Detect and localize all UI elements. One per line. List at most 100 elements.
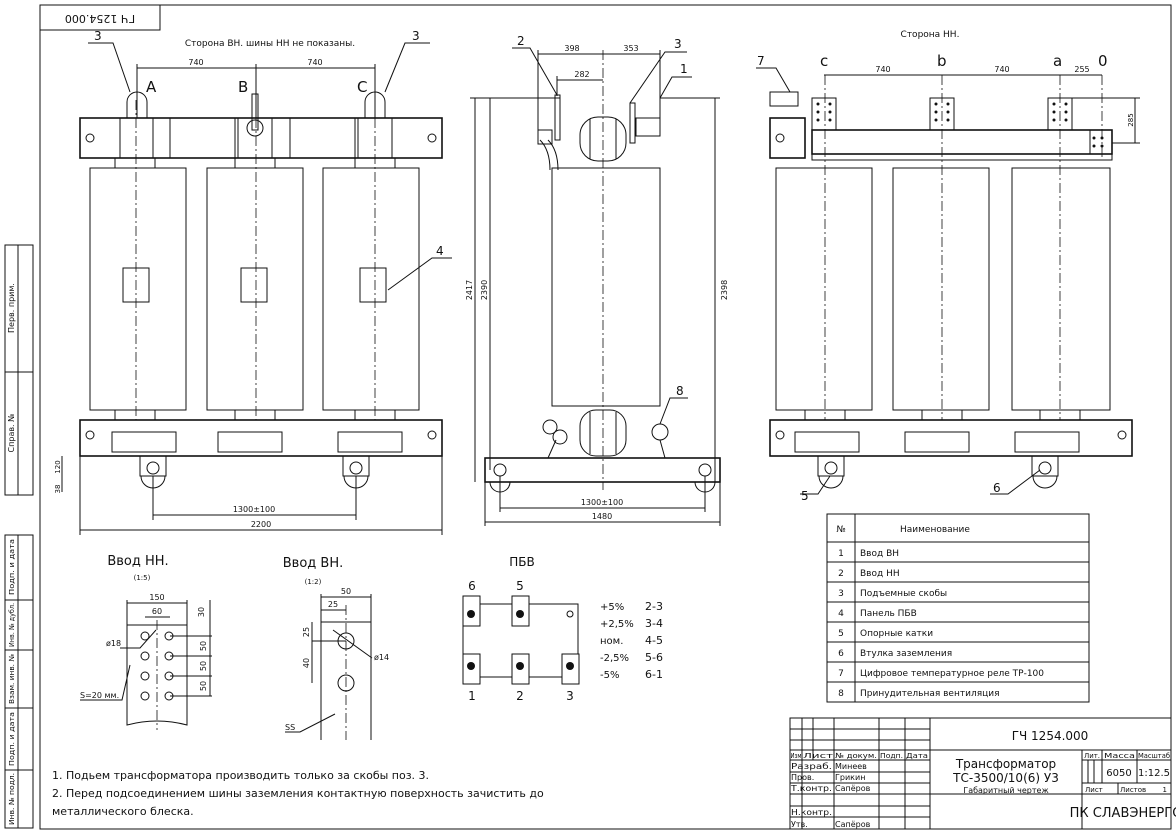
dim-740: 740: [875, 65, 890, 74]
dim: 40: [302, 658, 311, 668]
row-number: 4: [838, 609, 844, 619]
phase-label-a: A: [146, 78, 157, 96]
dim-2417: 2417: [465, 280, 474, 300]
tap-connection: 5-6: [645, 651, 663, 664]
row-number: 5: [838, 629, 844, 639]
detail-lv-title: Ввод НН.: [107, 554, 168, 569]
tb-name: Минеев: [835, 762, 867, 771]
detail-hv-title: Ввод ВН.: [283, 556, 343, 571]
phase-label-b: b: [937, 52, 947, 70]
sheet-frame: [39, 4, 1172, 830]
tb-sheet-label: Лист: [1085, 786, 1103, 794]
tap-connection: 2-3: [645, 600, 663, 613]
table-row: 1 Ввод ВН: [838, 549, 899, 559]
tap-level: +2,5%: [600, 619, 634, 630]
side-label: Инв. № подл.: [8, 773, 16, 825]
dim-120: 120: [54, 460, 62, 473]
hole-diameter: ø14: [374, 653, 389, 662]
tb-sheets: 1: [1163, 786, 1167, 794]
dim: 150: [149, 593, 164, 602]
phase-label-c: c: [820, 52, 828, 70]
terminal-2: 2: [516, 689, 524, 703]
dim: 50: [199, 641, 208, 651]
dim: 50: [341, 587, 351, 596]
row-number: 7: [838, 669, 844, 679]
side-label: Подп. и дата: [8, 539, 16, 595]
tb-scale-label: Масштаб: [1138, 752, 1170, 760]
phase-label-a: a: [1053, 52, 1062, 70]
callout-8: 8: [676, 384, 684, 398]
tb-company: ПК СЛАВЭНЕРГО: [1070, 806, 1176, 821]
side-label: Подп. и дата: [8, 712, 16, 766]
row-name: Ввод НН: [860, 569, 900, 579]
row-number: 3: [838, 589, 844, 599]
callout-3: 3: [412, 29, 420, 43]
notes: 1. Подьем трансформатора производить тол…: [52, 769, 544, 818]
tb-mass: 6050: [1106, 768, 1131, 779]
phase-label-c: C: [357, 78, 367, 96]
note: 1. Подьем трансформатора производить тол…: [52, 769, 429, 782]
stamp-number: ГЧ 1254.000: [65, 12, 135, 25]
terminal-3: 3: [566, 689, 574, 703]
dim-wheelbase: 1300±100: [581, 498, 623, 507]
detail-lv-terminal: Ввод НН. (1:5) 150 60 30 50 50 50 ø18 S=…: [80, 554, 212, 730]
lv-side-view: Сторона НН. c b a 0 740 740 255 285: [756, 30, 1140, 503]
tb-header: Дата: [906, 752, 928, 760]
pbv-title: ПБВ: [509, 555, 535, 569]
note: 2. Перед подсоединением шины заземления …: [52, 787, 544, 800]
dim-740: 740: [307, 58, 322, 67]
tb-title-3: Габаритный чертеж: [963, 786, 1048, 795]
lv-view-title: Сторона НН.: [901, 30, 960, 40]
tb-title-1: Трансформатор: [955, 757, 1056, 771]
table-row: 4 Панель ПБВ: [838, 609, 917, 619]
dim: 50: [199, 681, 208, 691]
table-header: №: [836, 525, 845, 535]
tb-name: Сапёров: [835, 820, 871, 829]
tb-header: Изм: [791, 752, 802, 760]
dim-285: 285: [1127, 113, 1135, 126]
table-row: 7 Цифровое температурное реле ТР-100: [838, 669, 1044, 679]
terminal-5: 5: [516, 579, 524, 593]
tap-level: -5%: [600, 670, 619, 681]
callout-5: 5: [801, 489, 809, 503]
callout-3: 3: [674, 37, 682, 51]
row-name: Панель ПБВ: [860, 609, 917, 619]
hv-view-title: Сторона ВН. шины НН не показаны.: [185, 39, 355, 49]
callout-4: 4: [436, 244, 444, 258]
detail-hv-terminal: Ввод ВН. (1:2) 50 25 25 40 ø14 SS: [283, 556, 389, 740]
tb-name: Сапёров: [835, 784, 871, 793]
dim: 25: [328, 600, 338, 609]
tb-role: Т.контр.: [790, 784, 832, 793]
tb-role: Н.контр.: [791, 808, 832, 817]
temperature-relay: [769, 91, 799, 107]
tap-connection: 4-5: [645, 634, 663, 647]
tb-role: Разраб.: [791, 762, 832, 771]
tap-connection: 6-1: [645, 668, 663, 681]
side-label: Справ. №: [7, 413, 16, 453]
row-number: 1: [838, 549, 844, 559]
detail-lv-scale: (1:5): [134, 574, 151, 582]
tb-sheets-label: Листов: [1120, 786, 1146, 794]
row-name: Ввод ВН: [860, 549, 899, 559]
row-name: Цифровое температурное реле ТР-100: [860, 669, 1044, 679]
tap-level: ном.: [600, 636, 623, 647]
tb-mass-label: Масса: [1104, 752, 1135, 760]
dim-2390: 2390: [480, 280, 489, 300]
row-number: 6: [838, 649, 844, 659]
row-name: Принудительная вентиляция: [860, 689, 1000, 699]
tb-header: № докум.: [835, 752, 877, 760]
dim: 60: [152, 607, 162, 616]
callout-2: 2: [517, 34, 525, 48]
phase-label-b: B: [238, 78, 248, 96]
tb-scale: 1:12.5: [1138, 768, 1170, 779]
thickness-label: S=20 мм.: [80, 691, 119, 700]
dim-740: 740: [188, 58, 203, 67]
terminal-1: 1: [468, 689, 476, 703]
